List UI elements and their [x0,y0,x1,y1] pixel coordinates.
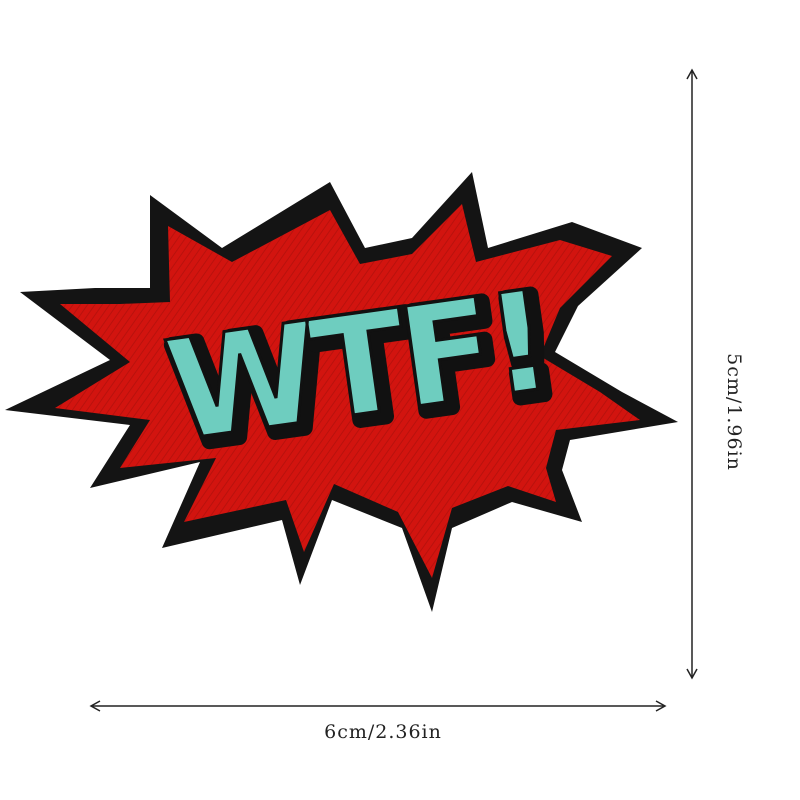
width-arrow-right-icon [655,700,667,712]
height-label: 5cm/1.96in [723,353,745,471]
height-arrow-top-icon [686,68,698,80]
width-label: 6cm/2.36in [324,721,442,743]
width-dimension: 6cm/2.36in [89,700,667,743]
wtf-patch: WTF! WTF! [5,172,678,612]
width-arrow-left-icon [89,700,101,712]
height-arrow-bottom-icon [686,668,698,680]
height-dimension: 5cm/1.96in [686,68,745,680]
stitch-texture [55,204,640,578]
